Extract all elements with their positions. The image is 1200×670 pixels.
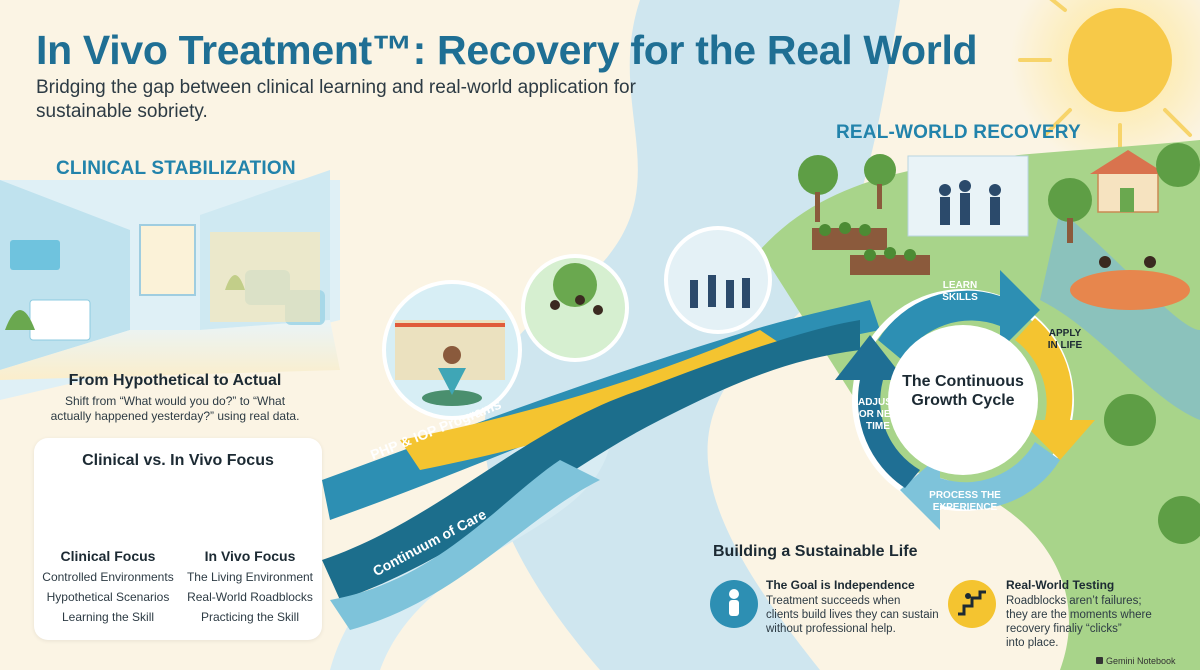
invivo-focus-item: The Living Environment bbox=[186, 570, 314, 584]
cycle-step-process: PROCESS THE EXPERIENCE bbox=[929, 490, 1001, 513]
sustainable-life-title: Building a Sustainable Life bbox=[713, 543, 918, 560]
clinical-focus-item: Controlled Environments bbox=[42, 570, 174, 584]
invivo-focus-title: In Vivo Focus bbox=[204, 548, 296, 564]
page-title: In Vivo Treatment™: Recovery for the Rea… bbox=[36, 27, 978, 73]
clinical-focus-title: Clinical Focus bbox=[60, 548, 156, 564]
invivo-focus-item: Real-World Roadblocks bbox=[187, 590, 313, 604]
testing-title: Real-World Testing bbox=[1006, 578, 1115, 592]
person-icon bbox=[710, 580, 758, 628]
cycle-center-title: The Continuous Growth Cycle bbox=[902, 373, 1024, 409]
cycle-step-learn: LEARN SKILLS bbox=[942, 280, 978, 303]
goal-title: The Goal is Independence bbox=[766, 578, 915, 592]
cycle-step-apply: APPLY IN LIFE bbox=[1047, 328, 1083, 351]
hypothetical-text: Shift from “What would you do?” to “What… bbox=[30, 394, 320, 424]
clinic-room-icon bbox=[94, 486, 124, 516]
watermark: Gemini Notebook bbox=[1106, 656, 1176, 666]
goal-text: Treatment succeeds when clients build li… bbox=[766, 595, 939, 635]
focus-comparison-card: Clinical vs. In Vivo Focus Clinical Focu… bbox=[34, 438, 322, 640]
clinical-focus-item: Learning the Skill bbox=[61, 610, 155, 624]
clinical-focus-item: Hypothetical Scenarios bbox=[46, 590, 170, 604]
notebook-logo-icon bbox=[1094, 655, 1104, 665]
cycle-step-adjust: ADJUST FOR NEXT TIME bbox=[852, 397, 904, 432]
hypothetical-text-line1: Shift from “What would you do?” to “What bbox=[64, 394, 286, 408]
winding-road-pin-icon bbox=[236, 486, 266, 516]
testing-text: Roadblocks aren’t failures; they are the… bbox=[1006, 595, 1152, 649]
hypothetical-text-line2: actually happened yesterday?” using real… bbox=[50, 409, 300, 423]
hypothetical-title: From Hypothetical to Actual bbox=[68, 372, 282, 389]
page-subtitle: Bridging the gap between clinical learni… bbox=[36, 77, 636, 122]
focus-card-title: Clinical vs. In Vivo Focus bbox=[82, 452, 274, 469]
clinical-stabilization-heading: CLINICAL STABILIZATION bbox=[56, 158, 296, 179]
climbing-stairs-icon bbox=[948, 580, 996, 628]
invivo-focus-item: Practicing the Skill bbox=[200, 610, 300, 624]
real-world-recovery-heading: REAL-WORLD RECOVERY bbox=[836, 122, 1081, 143]
